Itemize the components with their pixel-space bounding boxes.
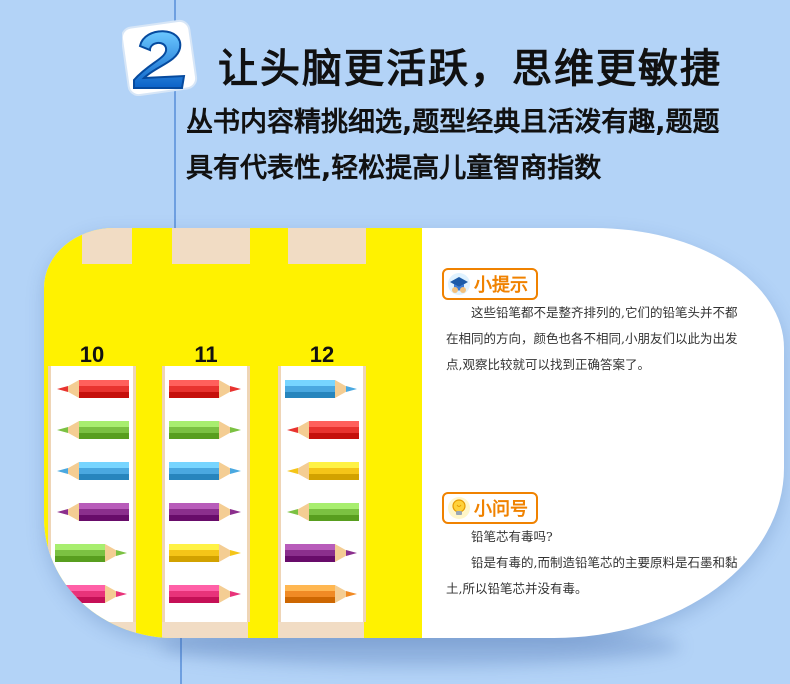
- column-number: 10: [79, 342, 105, 367]
- bottom-strip-1: [50, 622, 136, 638]
- pencil-6: [55, 585, 127, 603]
- pencil-5: [55, 544, 127, 562]
- column-number: 11: [194, 342, 218, 367]
- pencil-column-10: 10: [48, 342, 136, 622]
- bottom-strip-2: [162, 622, 248, 638]
- question-label: 小问号: [442, 492, 538, 524]
- graduation-cap-icon: [448, 273, 470, 295]
- bottom-strip-3: [278, 622, 364, 638]
- hint-text-block: 这些铅笔都不是整齐排列的,它们的铅笔头并不都在相同的方向，颜色也各不相同,小朋友…: [446, 300, 742, 378]
- pencil-1: [169, 380, 241, 398]
- puzzle-panel: 10 11 12: [44, 228, 422, 638]
- pencil-4: [169, 503, 241, 521]
- lightbulb-icon: [448, 497, 470, 519]
- hint-label-text: 小提示: [474, 275, 528, 296]
- question-text: 铅笔芯有毒吗?: [471, 529, 553, 544]
- pencil-1: [57, 380, 129, 398]
- pencil-5: [169, 544, 241, 562]
- pencil-6: [285, 585, 357, 603]
- number-two-badge-icon: 2: [122, 19, 198, 96]
- column-number: 12: [309, 342, 335, 367]
- pencil-6: [169, 585, 241, 603]
- top-strip-1: [82, 228, 132, 264]
- background-line-bottom: [180, 630, 182, 684]
- content-card: 10 11 12 小提示 这些铅笔都不是整齐排列的,它们的铅笔头并不都在相同的方…: [44, 228, 784, 638]
- page-heading: 让头脑更活跃，思维更敏捷: [218, 46, 722, 92]
- pencil-3: [169, 462, 241, 480]
- pencil-4: [287, 503, 359, 521]
- question-text-block: 铅笔芯有毒吗? 铅是有毒的,而制造铅笔芯的主要原料是石墨和黏土,所以铅笔芯并没有…: [446, 524, 742, 602]
- answer-text: 铅是有毒的,而制造铅笔芯的主要原料是石墨和黏土,所以铅笔芯并没有毒。: [446, 555, 738, 596]
- top-strip-2: [172, 228, 250, 264]
- pencil-2: [287, 421, 359, 439]
- pencil-column-12: 12: [278, 342, 366, 622]
- pencil-2: [57, 421, 129, 439]
- pencil-3: [57, 462, 129, 480]
- top-strip-3: [288, 228, 366, 264]
- hint-text: 这些铅笔都不是整齐排列的,它们的铅笔头并不都在相同的方向，颜色也各不相同,小朋友…: [446, 305, 738, 372]
- pencil-4: [57, 503, 129, 521]
- pencil-2: [169, 421, 241, 439]
- pencil-column-11: 11: [162, 342, 250, 622]
- pencil-1: [285, 380, 357, 398]
- question-label-text: 小问号: [474, 499, 528, 520]
- background-line-left: [174, 0, 176, 240]
- hint-label: 小提示: [442, 268, 538, 300]
- pencil-5: [285, 544, 357, 562]
- intro-paragraph: 丛书内容精挑细选,题型经典且活泼有趣,题题具有代表性,轻松提高儿童智商指数: [186, 107, 720, 184]
- pencil-3: [287, 462, 359, 480]
